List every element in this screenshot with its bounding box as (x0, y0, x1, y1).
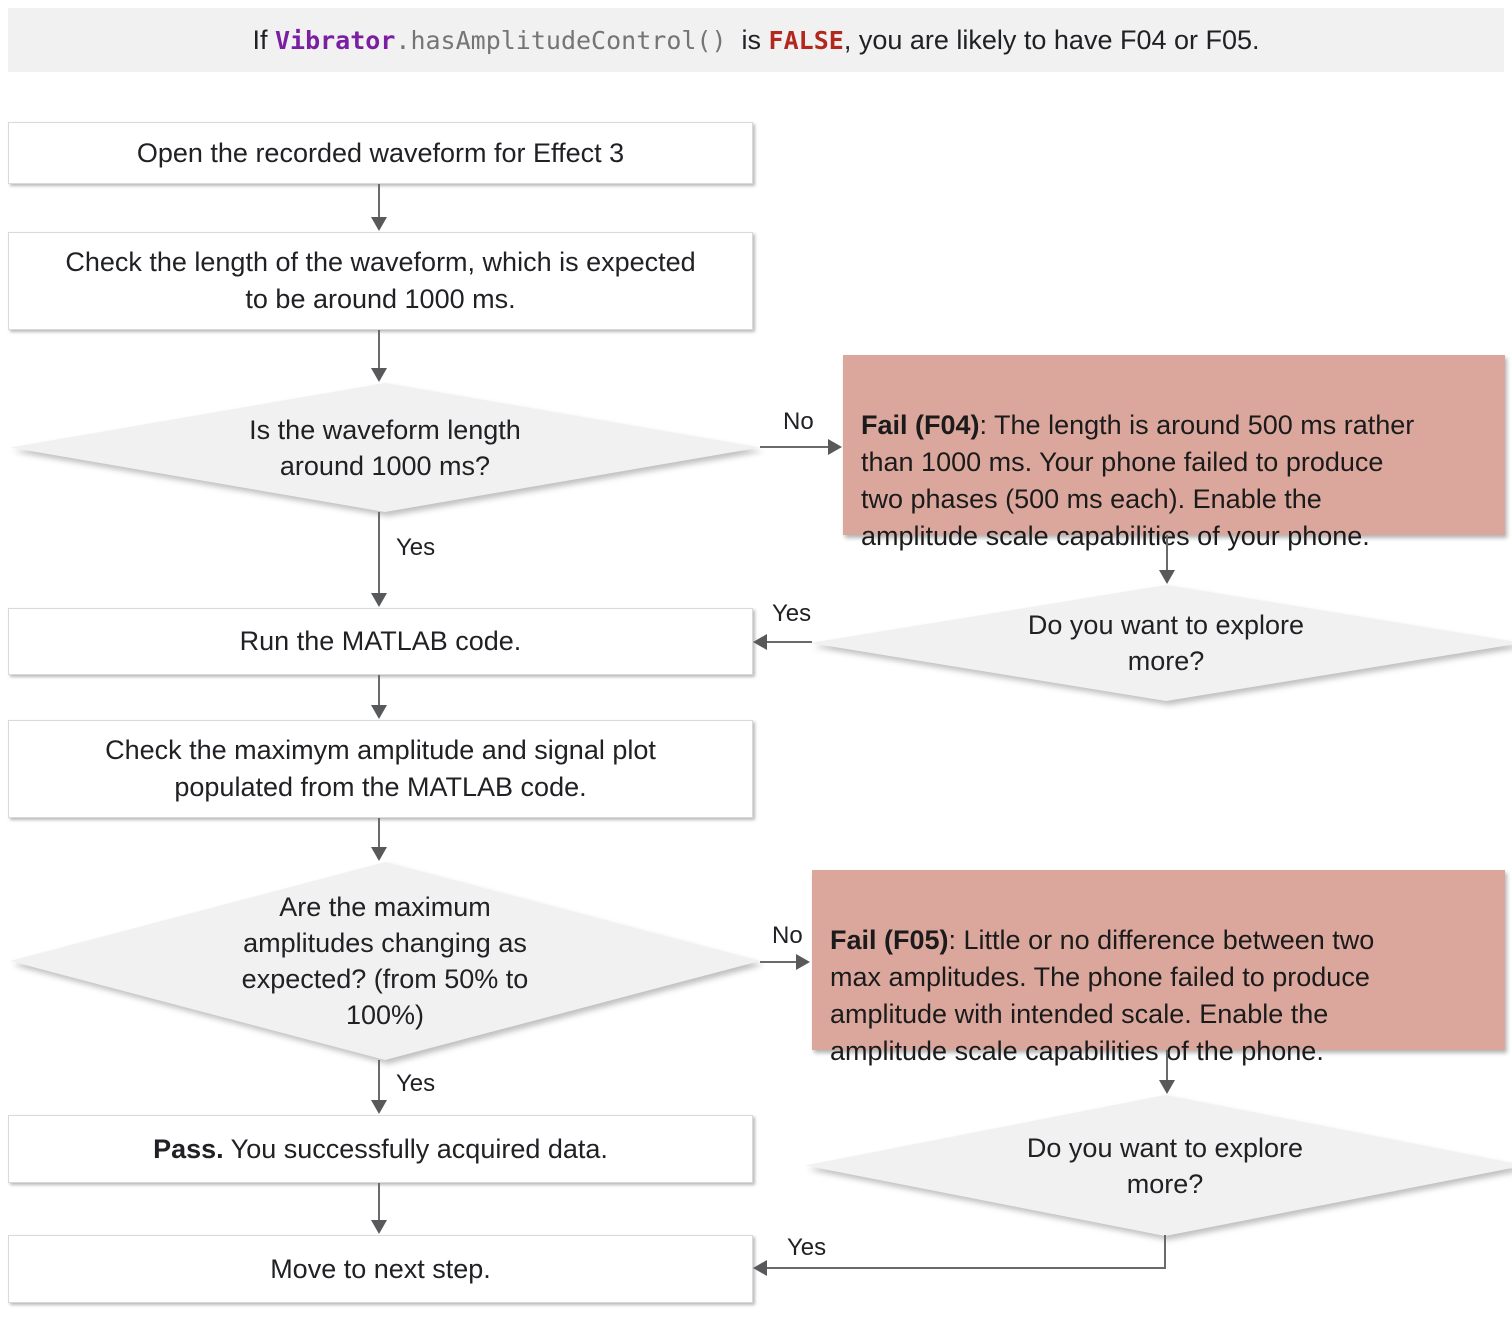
node-check-amplitude-label: Check the maximym amplitude and signal p… (105, 735, 656, 802)
node-pass-title: Pass. (153, 1133, 224, 1164)
decision-explore-more-1: Do you want to explore more? (810, 585, 1512, 701)
decision-waveform-length-label: Is the waveform length around 1000 ms? (249, 414, 521, 481)
banner-text-middle: is (726, 24, 769, 55)
edge-label-no-f05: No (772, 922, 803, 949)
arrow-yes-to-run-line (378, 512, 380, 595)
arrow-f05-to-explore2-line (1166, 1050, 1168, 1082)
node-check-amplitude: Check the maximym amplitude and signal p… (8, 720, 753, 818)
arrow-explore1-yes-head (753, 634, 767, 650)
arrow-yes-to-run-head (371, 593, 387, 607)
node-pass-body: You successfully acquired data. (223, 1133, 608, 1164)
node-pass: Pass. You successfully acquired data. (8, 1115, 753, 1183)
edge-label-no-f04: No (783, 408, 814, 435)
arrow-no-to-f05-head (796, 954, 810, 970)
decision-explore-more-2-label: Do you want to explore more? (1026, 1132, 1304, 1199)
code-vibrator-class: Vibrator (274, 25, 396, 55)
arrow-pass-to-next-line (378, 1183, 380, 1222)
node-fail-f05-body: : Little or no difference between two ma… (830, 925, 1375, 1066)
arrow-explore2-yes-hline (766, 1267, 1166, 1269)
edge-label-yes-explore-1: Yes (772, 600, 812, 627)
node-fail-f05-title: Fail (F05) (830, 925, 949, 955)
node-open-waveform-label: Open the recorded waveform for Effect 3 (136, 137, 625, 168)
node-pass-label: Pass. You successfully acquired data. (153, 1131, 608, 1168)
decision-waveform-length: Is the waveform length around 1000 ms? (10, 383, 760, 512)
decision-explore-more-2: Do you want to explore more? (805, 1095, 1512, 1236)
arrow-f04-to-explore1-head (1159, 570, 1175, 584)
node-next-step: Move to next step. (8, 1235, 753, 1303)
arrow-no-to-f05-line (760, 961, 798, 963)
arrow-checkamp-to-decision-head (371, 847, 387, 861)
arrow-open-to-check-head (371, 217, 387, 231)
arrow-explore2-yes-head (753, 1260, 767, 1276)
condition-banner: If Vibrator.hasAmplitudeControl() is FAL… (8, 8, 1504, 72)
node-check-length-label: Check the length of the waveform, which … (65, 247, 696, 314)
node-fail-f04-body: : The length is around 500 ms rather tha… (861, 410, 1415, 551)
banner-text-after: , you are likely to have F04 or F05. (843, 24, 1260, 55)
arrow-f04-to-explore1-line (1166, 535, 1168, 572)
arrow-check-to-decision-head (371, 368, 387, 382)
node-fail-f04-title: Fail (F04) (861, 410, 980, 440)
edge-label-yes-to-pass: Yes (396, 1070, 436, 1097)
node-open-waveform: Open the recorded waveform for Effect 3 (8, 122, 753, 184)
arrow-yes-to-pass-line (378, 1060, 380, 1102)
arrow-no-to-f04-line (760, 446, 830, 448)
node-run-matlab-label: Run the MATLAB code. (239, 626, 522, 656)
node-check-length: Check the length of the waveform, which … (8, 232, 753, 330)
arrow-explore2-yes-vline (1164, 1235, 1166, 1269)
arrow-open-to-check-line (378, 184, 380, 219)
arrow-run-to-checkamp-head (371, 705, 387, 719)
code-method: .hasAmplitudeControl() (395, 25, 727, 55)
arrow-f05-to-explore2-head (1159, 1080, 1175, 1094)
code-false-value: FALSE (768, 25, 844, 55)
arrow-no-to-f04-head (828, 439, 842, 455)
arrow-run-to-checkamp-line (378, 675, 380, 707)
arrow-pass-to-next-head (371, 1220, 387, 1234)
arrow-yes-to-pass-head (371, 1100, 387, 1114)
arrow-checkamp-to-decision-line (378, 818, 380, 849)
node-run-matlab: Run the MATLAB code. (8, 608, 753, 675)
node-next-step-label: Move to next step. (270, 1253, 491, 1284)
arrow-check-to-decision-line (378, 330, 380, 370)
node-fail-f04: Fail (F04): The length is around 500 ms … (843, 355, 1505, 551)
banner-text-before: If (252, 24, 275, 55)
node-fail-f05: Fail (F05): Little or no difference betw… (812, 870, 1505, 1066)
decision-amplitude-change: Are the maximum amplitudes changing as e… (10, 862, 760, 1060)
edge-label-yes-explore-2: Yes (787, 1234, 827, 1261)
edge-label-yes-to-run: Yes (396, 534, 436, 561)
decision-amplitude-change-label: Are the maximum amplitudes changing as e… (241, 892, 529, 1030)
decision-explore-more-1-label: Do you want to explore more? (1027, 610, 1305, 676)
arrow-explore1-yes-line (766, 641, 812, 643)
